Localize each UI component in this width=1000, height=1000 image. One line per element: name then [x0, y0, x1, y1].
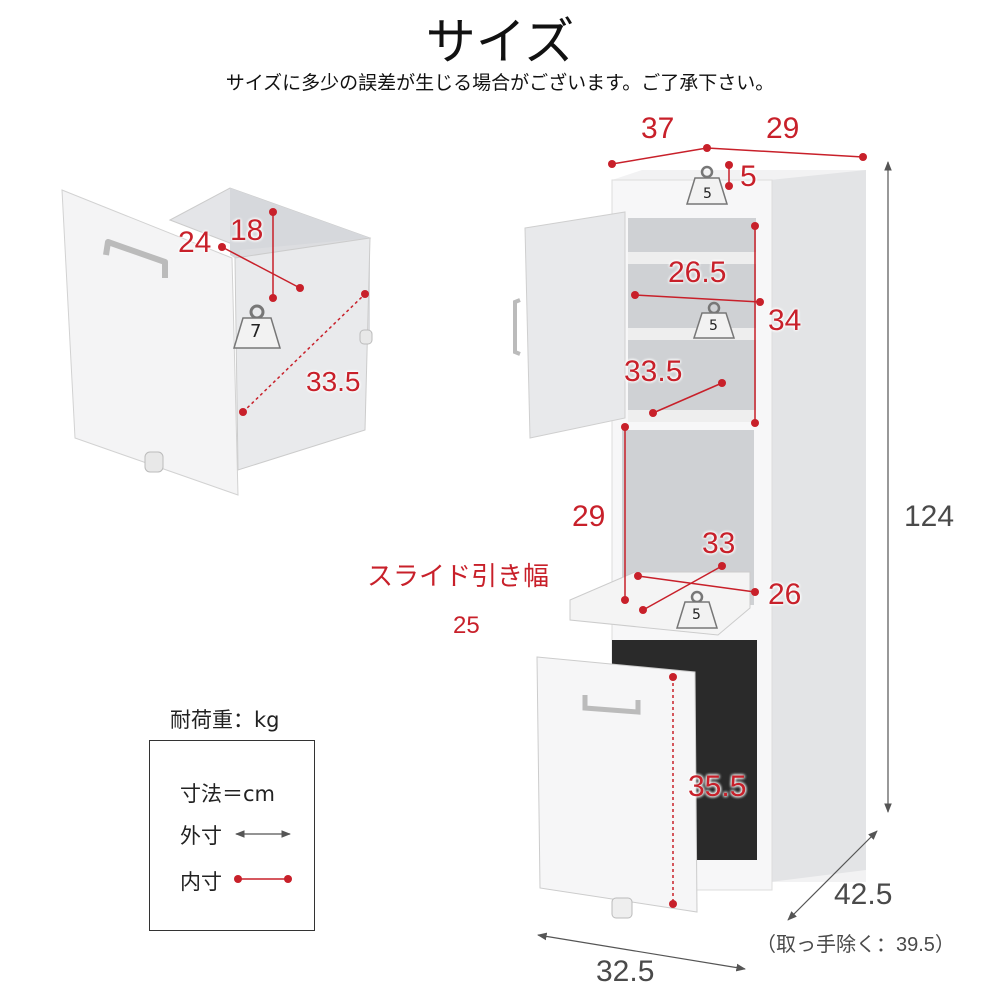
- total-width-label: 32.5: [596, 955, 655, 988]
- top-load-label: 5: [703, 186, 712, 202]
- drawer-height-label: 18: [230, 214, 264, 247]
- bottom-drawer-height-label: 35.5: [688, 770, 747, 803]
- slide-width-label: 33: [702, 527, 736, 560]
- slide-extension-title: スライド引き幅: [367, 561, 550, 591]
- total-height-label: 124: [904, 500, 955, 533]
- top-rim-label: 5: [740, 160, 757, 193]
- disclaimer: サイズに多少の誤差が生じる場合がございます。ご了承下さい。: [225, 72, 775, 94]
- load-unit-title: 耐荷重：kg: [170, 708, 280, 732]
- depth-note: （取っ手除く：39.5）: [756, 934, 955, 956]
- top-width-label: 37: [641, 112, 675, 145]
- slide-height-label: 29: [572, 500, 606, 533]
- shelf-width-label: 33.5: [624, 355, 683, 388]
- legend-unit: 寸法＝cm: [180, 782, 276, 806]
- drawer-load-label: 7: [250, 321, 262, 342]
- page-title: サイズ: [425, 13, 575, 71]
- slide-depth-label: 26: [768, 578, 802, 611]
- slide-extension-value: 25: [453, 612, 480, 639]
- shelf-depth-label: 26.5: [668, 256, 727, 289]
- shelf-height-label: 34: [768, 304, 802, 337]
- top-depth-label: 29: [766, 112, 800, 145]
- legend-outer: 外寸: [180, 824, 222, 848]
- legend-box: [149, 740, 315, 931]
- cabinet-illustration: [513, 144, 892, 972]
- drawer-illustration: [61, 187, 373, 496]
- legend-inner: 内寸: [180, 870, 222, 894]
- drawer-depth-label: 24: [178, 226, 212, 259]
- drawer-width-label: 33.5: [306, 366, 361, 397]
- total-depth-label: 42.5: [834, 878, 893, 911]
- slide-load-label: 5: [692, 607, 701, 623]
- shelf-load-label: 5: [709, 318, 718, 334]
